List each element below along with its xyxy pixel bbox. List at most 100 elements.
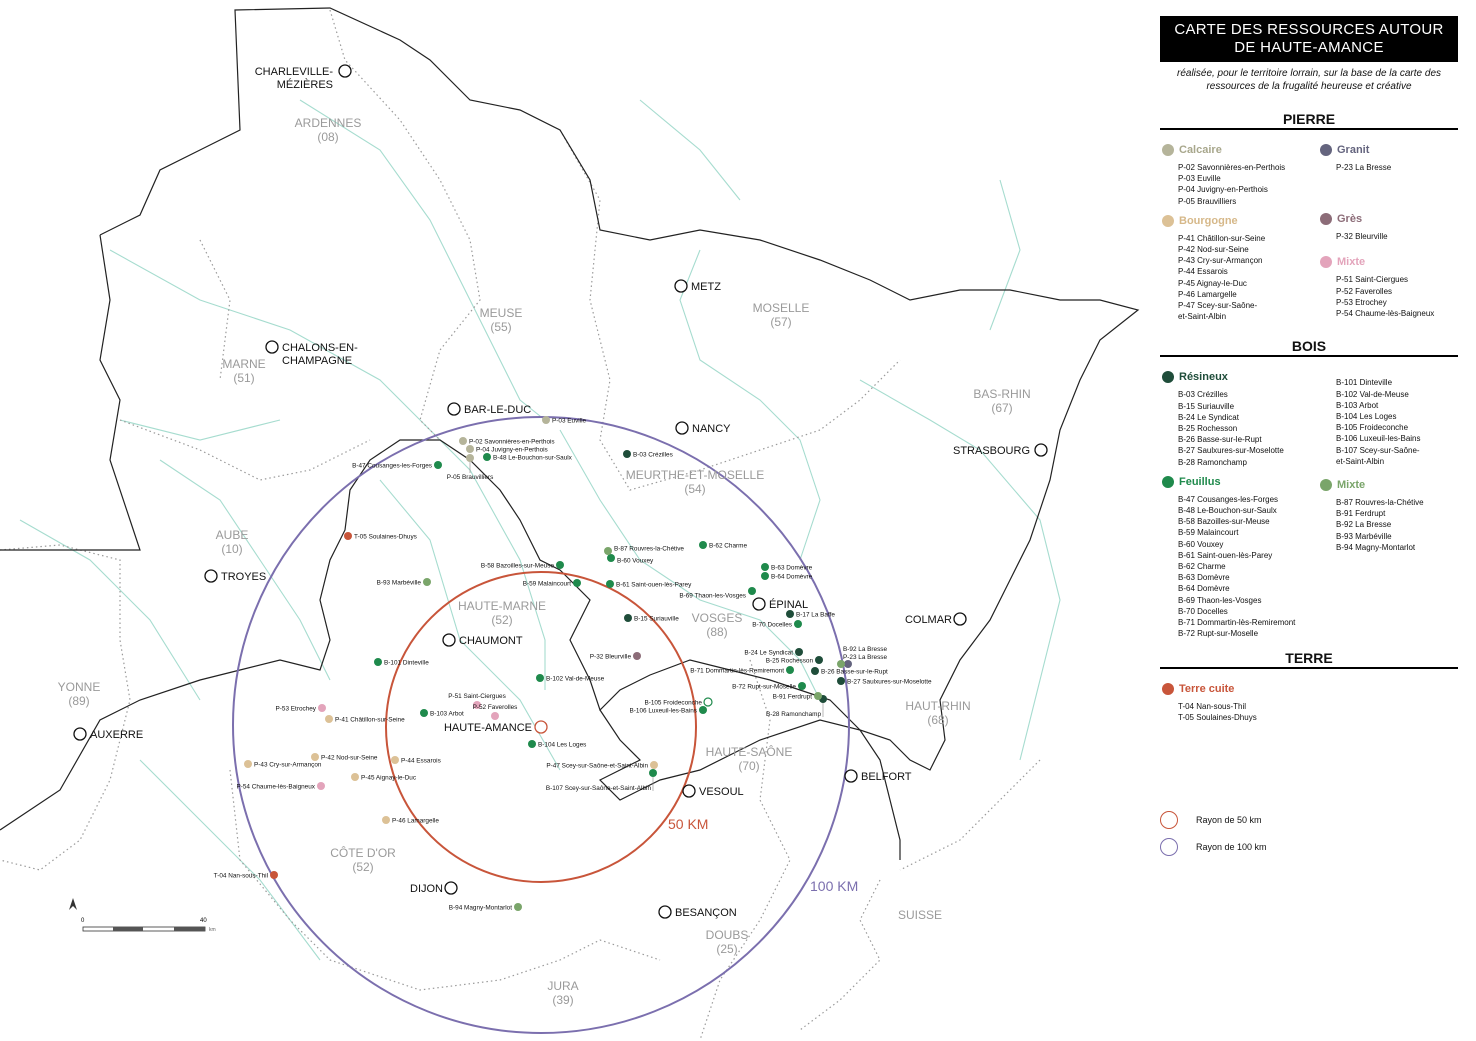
category-label: Granit xyxy=(1337,144,1370,156)
resource-marker[interactable]: B-93 Marbéville xyxy=(377,578,431,587)
city-circle-icon xyxy=(447,402,461,416)
department-name: CÔTE D'OR xyxy=(330,845,396,860)
resource-marker[interactable]: T-05 Soulaines-Dhuys xyxy=(344,532,417,541)
department-code: (68) xyxy=(927,713,948,727)
resource-marker[interactable]: P-54 Chaume-lès-Baigneux xyxy=(236,782,325,791)
legend-item: B-26 Basse-sur-le-Rupt xyxy=(1178,435,1262,445)
marker-dot-icon xyxy=(423,578,431,586)
scale-unit: km xyxy=(209,927,216,933)
resource-marker[interactable]: B-101 Dinteville xyxy=(374,658,429,667)
department-code: (55) xyxy=(490,320,511,334)
resource-marker[interactable]: P-03 Euville xyxy=(542,416,587,425)
marker-label: B-25 Rochesson xyxy=(766,658,814,665)
label-100km: 100 KM xyxy=(810,878,858,894)
marker-label: B-92 La Bresse xyxy=(843,646,887,653)
marker-dot-icon xyxy=(607,554,615,562)
marker-label: P-03 Euville xyxy=(552,418,587,425)
city-label: AUXERRE xyxy=(90,729,143,741)
resource-marker[interactable]: P-42 Nod-sur-Seine xyxy=(311,753,378,762)
resource-marker[interactable]: B-70 Docelles xyxy=(752,620,802,629)
radius-100km-circle xyxy=(232,416,850,1034)
resource-marker[interactable]: B-24 Le Syndicat xyxy=(744,648,803,657)
marker-label: B-63 Domèvre xyxy=(771,565,813,572)
marker-label: P-05 Brauvilliers xyxy=(447,474,494,481)
department-name: MOSELLE xyxy=(753,301,810,315)
legend-item: P-52 Faverolles xyxy=(1336,286,1393,296)
resource-marker[interactable]: B-27 Saulxures-sur-Moselotte xyxy=(837,677,932,686)
resource-marker[interactable]: B-26 Basse-sur-le-Rupt xyxy=(811,667,888,676)
resource-marker[interactable]: B-71 Dommartin-lès-Remiremont xyxy=(690,666,794,675)
resource-marker[interactable]: B-63 Domèvre xyxy=(761,563,813,572)
legend-item: P-32 Bleurville xyxy=(1336,232,1388,242)
resource-marker[interactable]: P-02 Savonnières-en-Perthois xyxy=(459,437,555,446)
marker-dot-icon xyxy=(837,660,845,668)
marker-dot-icon xyxy=(604,547,612,555)
resource-marker[interactable]: B-62 Charme xyxy=(699,541,747,550)
resource-marker[interactable]: B-03 Crézilles xyxy=(623,450,673,459)
resource-marker[interactable]: B-58 Bazoilles-sur-Meuse xyxy=(481,561,564,570)
marker-dot-icon xyxy=(786,666,794,674)
resource-marker[interactable]: B-64 Domèvre xyxy=(761,572,813,581)
resource-marker[interactable]: P-04 Juvigny-en-Perthois xyxy=(466,445,548,454)
resource-marker[interactable]: B-47 Cousanges-les-Forges xyxy=(352,461,442,470)
marker-label: P-53 Etrochey xyxy=(276,706,317,713)
city-label: BESANÇON xyxy=(675,907,737,919)
resource-marker[interactable]: P-52 Faverolles xyxy=(473,704,518,720)
resource-marker[interactable]: P-45 Aignay-le-Duc xyxy=(351,773,417,782)
resource-marker[interactable]: B-103 Arbot xyxy=(420,709,464,718)
resource-marker[interactable]: B-69 Thaon-les-Vosges xyxy=(679,587,756,600)
resource-marker[interactable]: P-23 La Bresse xyxy=(843,654,887,668)
department-name: JURA xyxy=(547,979,578,993)
resource-marker[interactable]: B-94 Magny-Montarlot xyxy=(449,903,522,912)
resource-marker[interactable]: B-61 Saint-ouen-lès-Parey xyxy=(606,580,692,589)
resource-marker[interactable]: P-05 Brauvilliers xyxy=(447,454,494,481)
resource-marker[interactable]: B-60 Vouxey xyxy=(607,554,654,565)
marker-label: P-43 Cry-sur-Armançon xyxy=(254,762,322,769)
marker-label: P-45 Aignay-le-Duc xyxy=(361,775,417,782)
scale-bar: 0 40 km xyxy=(81,918,216,933)
marker-label: B-106 Luxeuil-les-Bains xyxy=(630,708,698,715)
city-label: VESOUL xyxy=(699,786,744,798)
department-name: HAUTE-MARNE xyxy=(458,599,546,613)
marker-label: B-71 Dommartin-lès-Remiremont xyxy=(690,668,784,675)
marker-label: B-48 Le-Bouchon-sur-Saulx xyxy=(493,455,573,462)
legend-title: CARTE DES RESSOURCES AUTOUR DE HAUTE-AMA… xyxy=(1160,16,1458,62)
resource-marker[interactable]: B-15 Suriauville xyxy=(624,614,679,623)
marker-dot-icon xyxy=(244,760,252,768)
marker-label: B-47 Cousanges-les-Forges xyxy=(352,463,432,470)
resource-marker[interactable]: B-102 Val-de-Meuse xyxy=(536,674,605,683)
resource-marker[interactable]: B-92 La Bresse xyxy=(837,646,887,668)
category-granit: Granit xyxy=(1320,144,1458,156)
marker-dot-icon xyxy=(844,660,852,668)
legend-item: B-58 Bazoilles-sur-Meuse xyxy=(1178,517,1270,527)
marker-label: P-47 Scey-sur-Saône-et-Saint-Albin xyxy=(546,763,648,770)
resource-marker[interactable]: B-25 Rochesson xyxy=(766,656,823,665)
resource-marker[interactable]: T-04 Nan-sous-Thil xyxy=(214,871,278,880)
department-name: YONNE xyxy=(58,680,101,694)
resource-marker[interactable]: B-72 Rupt-sur-Moselle xyxy=(732,682,806,691)
resource-marker[interactable]: P-41 Châtillon-sur-Seine xyxy=(325,715,405,724)
resource-marker[interactable]: P-44 Essarois xyxy=(391,756,441,765)
resource-marker[interactable]: B-17 La Baffe xyxy=(786,610,835,619)
resource-marker[interactable]: P-43 Cry-sur-Armançon xyxy=(244,760,322,769)
resource-marker[interactable]: P-53 Etrochey xyxy=(276,704,327,713)
legend-item: B-61 Saint-ouen-lès-Parey xyxy=(1178,550,1273,560)
category-label: Mixte xyxy=(1337,256,1366,269)
resource-marker[interactable]: B-91 Ferdrupt xyxy=(773,692,822,701)
category-label: Bourgogne xyxy=(1179,214,1238,227)
marker-label: B-59 Malaincourt xyxy=(523,581,572,588)
resource-marker[interactable]: B-59 Malaincourt xyxy=(523,579,581,588)
legend-item: B-03 Crézilles xyxy=(1178,390,1228,400)
resource-marker[interactable]: B-48 Le-Bouchon-sur-Saulx xyxy=(483,453,573,462)
resource-marker[interactable]: B-107 Scey-sur-Saône-et-Saint-Albin xyxy=(546,769,657,792)
resource-marker[interactable]: B-104 Les Loges xyxy=(528,740,586,749)
resource-marker[interactable]: P-32 Bleurville xyxy=(590,652,641,661)
resource-marker[interactable]: P-46 Lamargelle xyxy=(382,816,439,825)
resource-marker[interactable]: P-51 Saint-Ciergues xyxy=(448,693,506,709)
resource-marker[interactable]: P-47 Scey-sur-Saône-et-Saint-Albin xyxy=(546,761,658,770)
resource-marker[interactable]: B-87 Rouvres-la-Chétive xyxy=(604,546,684,556)
marker-label: B-93 Marbéville xyxy=(377,580,422,587)
city-label: BAR-LE-DUC xyxy=(464,404,531,416)
resource-marker[interactable]: B-106 Luxeuil-les-Bains xyxy=(630,706,708,715)
resource-marker[interactable]: B-105 Froideconche xyxy=(644,697,713,707)
